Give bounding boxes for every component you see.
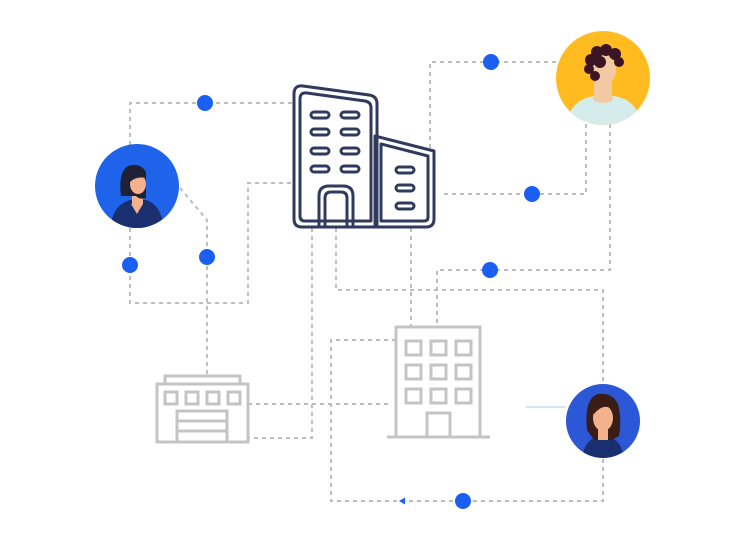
connector-left-person-lower bbox=[129, 182, 292, 304]
branch-windows bbox=[404, 339, 473, 405]
hq-windows bbox=[309, 110, 416, 211]
office-building-icon bbox=[387, 325, 490, 439]
person-avatar-icon bbox=[95, 144, 179, 228]
flow-arrow-icon bbox=[399, 497, 405, 505]
connector-hq-to-bottom-person bbox=[335, 228, 604, 386]
person-avatar-icon bbox=[566, 384, 640, 458]
route-dot bbox=[455, 493, 471, 509]
connector-lines bbox=[129, 61, 611, 505]
route-dot bbox=[483, 54, 499, 70]
connector-branch-to-bottom-person bbox=[330, 339, 604, 502]
route-dot bbox=[122, 257, 138, 273]
route-dot bbox=[199, 249, 215, 265]
connector-hq-to-warehouse bbox=[248, 228, 313, 439]
warehouse-icon bbox=[155, 374, 250, 444]
route-dot bbox=[197, 95, 213, 111]
person-avatar-icon bbox=[556, 31, 650, 125]
connector-left-person-to-warehouse bbox=[179, 187, 208, 374]
connector-top-person-to-hq bbox=[429, 61, 556, 150]
route-dot bbox=[524, 186, 540, 202]
route-dot bbox=[482, 262, 498, 278]
connector-hq-to-left-person bbox=[129, 102, 292, 146]
connector-top-person-to-hq-side bbox=[440, 124, 587, 195]
office-tower-icon bbox=[292, 84, 436, 229]
connector-top-person-to-branch bbox=[436, 124, 611, 327]
route-dots bbox=[122, 54, 540, 509]
